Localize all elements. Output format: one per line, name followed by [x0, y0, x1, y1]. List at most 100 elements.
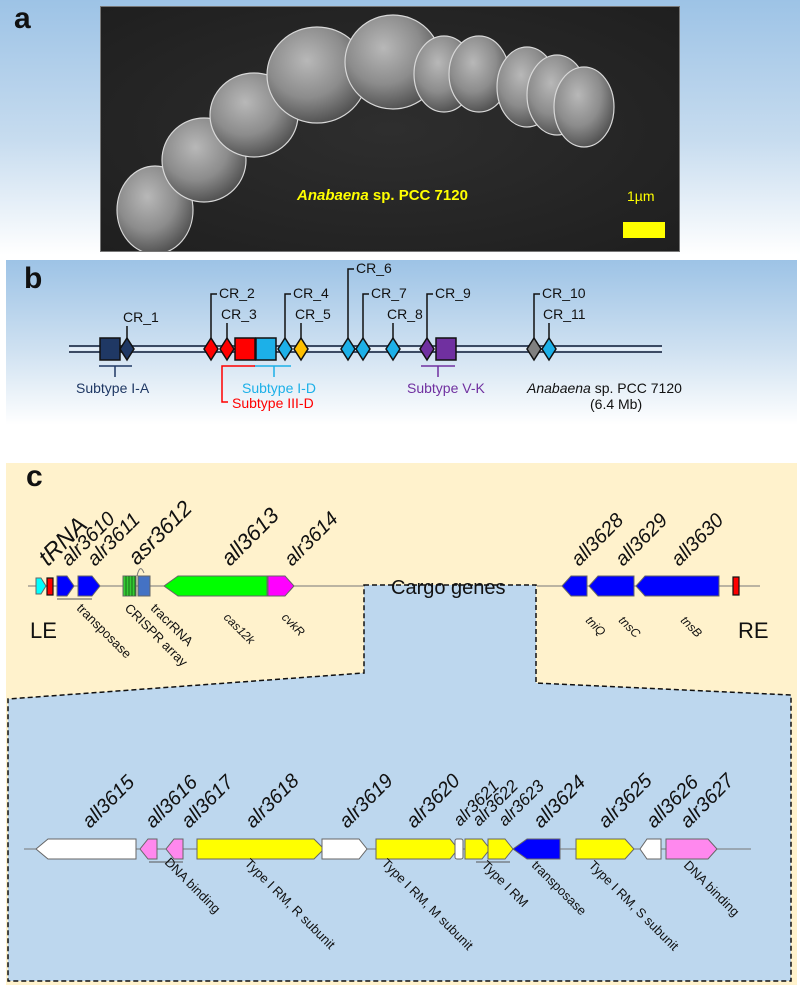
panel-letter-c: c: [26, 460, 43, 493]
gene-all3613: [163, 575, 268, 597]
gene-all3628: [561, 575, 588, 597]
cr-leader: [347, 268, 354, 340]
gene-all3615: [35, 838, 137, 860]
cr-label: CR_2: [219, 285, 255, 301]
cr-leader: [210, 293, 217, 340]
sem-image: [101, 7, 679, 251]
gene-trna: [35, 577, 47, 595]
cr-label: CR_8: [387, 306, 423, 322]
cas-module-III-D: [234, 337, 256, 361]
panel-letter-b: b: [24, 262, 43, 295]
gene-alr3625: [575, 838, 635, 860]
cr-label: CR_4: [293, 285, 329, 301]
gene-asr3612: [137, 575, 151, 597]
gene-label-all3630: all3630: [667, 509, 728, 570]
annotation-tnsc: tnsC: [616, 613, 644, 641]
gene-alr3627: [665, 838, 718, 860]
panel-a: a Anabaena sp. PCC 7120 1µm: [0, 0, 800, 255]
cr-label: CR_7: [371, 285, 407, 301]
cr-leader: [533, 293, 540, 340]
annotation-tniq: tniQ: [583, 613, 608, 638]
cr-label: CR_9: [435, 285, 471, 301]
cr-label: CR_10: [542, 285, 586, 301]
cr-diamond-cr-1: [119, 336, 135, 362]
annotation-cvkr: cvkR: [279, 610, 308, 639]
organism-label: Anabaena sp. PCC 7120: [297, 187, 468, 204]
cr-diamond-cr-9: [419, 336, 435, 362]
gene-alr3614: [267, 575, 295, 597]
cr-diamond-cr-7: [355, 336, 371, 362]
genome-size: (6.4 Mb): [590, 396, 642, 412]
cr-label: CR_5: [295, 306, 331, 322]
cas-module-I-D: [255, 337, 277, 361]
scale-bar-label: 1µm: [627, 188, 655, 204]
gene-all3630: [635, 575, 720, 597]
genome-name: Anabaena sp. PCC 7120: [526, 380, 682, 396]
cr-label: CR_11: [543, 306, 586, 322]
crispr-array: [122, 575, 137, 597]
cr-leader: [426, 293, 433, 340]
gene-alr3623: [487, 838, 514, 860]
gene-all3626: [639, 838, 662, 860]
annotation-cas12k: cas12k: [221, 610, 258, 647]
right-end-marker: [732, 576, 740, 596]
cr-label: CR_1: [123, 309, 159, 325]
gene-alr3621: [454, 838, 464, 860]
subtype-label-V-K: Subtype V-K: [407, 380, 485, 396]
cr-leader: [362, 293, 369, 340]
panel-letter-a: a: [14, 2, 31, 35]
sem-micrograph: [100, 6, 680, 252]
subtype-label-III-D: Subtype III-D: [232, 395, 314, 411]
gene-alr3611: [77, 575, 101, 597]
cas-module-I-A: [99, 337, 121, 361]
gene-alr3610: [56, 575, 75, 597]
gene-label-alr3614: alr3614: [280, 508, 343, 571]
gene-all3616: [139, 838, 158, 860]
cr-diamond-cr-5: [293, 336, 309, 362]
organism-strain: sp. PCC 7120: [368, 187, 468, 204]
cr-diamond-cr-4: [277, 336, 293, 362]
gene-all3629: [588, 575, 635, 597]
scale-bar: [623, 222, 665, 238]
bracket-I-D: [254, 365, 291, 377]
cr-diamond-cr-3: [219, 336, 235, 362]
right-end-label: RE: [738, 618, 769, 643]
gene-alr3622: [464, 838, 491, 860]
cargo-genes-label: Cargo genes: [391, 577, 506, 599]
bracket-I-A: [99, 365, 132, 377]
annotation-tnsb: tnsB: [678, 613, 705, 640]
subtype-label-I-A: Subtype I-A: [76, 380, 150, 396]
organism-genus: Anabaena: [297, 187, 369, 204]
gene-all3624: [512, 838, 561, 860]
top-gene-arrows: [35, 568, 740, 600]
cargo-gene-arrows: [35, 838, 718, 863]
gene-alr3620: [375, 838, 459, 860]
cr-leader: [284, 293, 291, 340]
left-end-marker: [46, 577, 54, 596]
gene-all3617: [165, 838, 184, 860]
cell-chain: [116, 14, 615, 251]
cr-diamond-cr-2: [203, 336, 219, 362]
cr-label: CR_3: [221, 306, 257, 322]
left-end-label: LE: [30, 618, 57, 643]
gene-alr3618: [196, 838, 325, 860]
cr-diamond-cr-6: [340, 336, 356, 362]
cell: [553, 66, 615, 148]
cr-diamond-cr-11: [541, 336, 557, 362]
bracket-III-D: [221, 365, 255, 403]
subtype-label-I-D: Subtype I-D: [242, 380, 316, 396]
gene-alr3619: [321, 838, 368, 860]
cr-label: CR_6: [356, 260, 392, 276]
bracket-V-K: [421, 365, 455, 377]
cr-diamond-cr-8: [385, 336, 401, 362]
cargo-region-box: [7, 584, 792, 982]
cas-module-V-K: [435, 337, 457, 361]
gene-label-all3613: all3613: [216, 502, 284, 570]
cr-diamond-cr-10: [526, 336, 542, 362]
tracrrna-loop: [136, 568, 145, 577]
